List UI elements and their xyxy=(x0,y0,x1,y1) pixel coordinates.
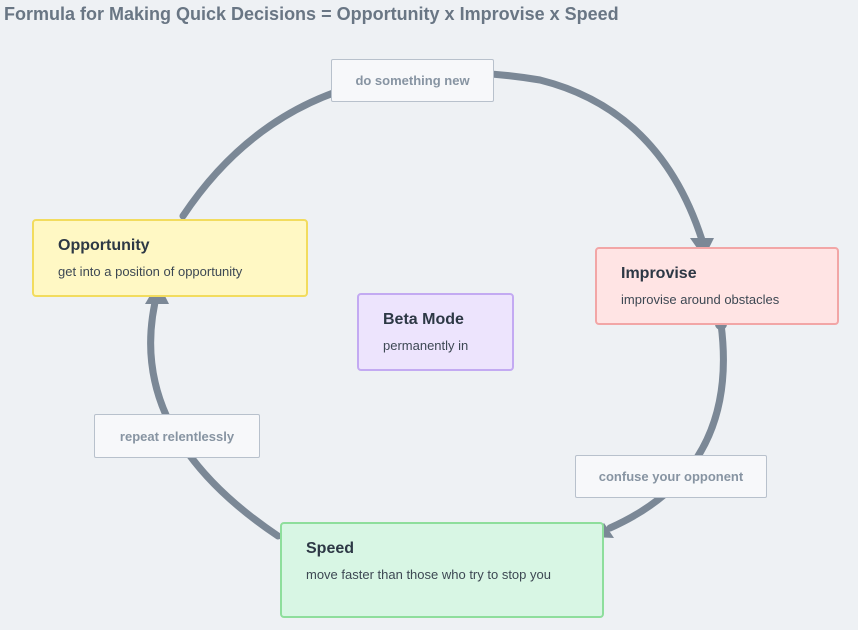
node-opportunity-title: Opportunity xyxy=(58,237,150,254)
node-speed: Speed move faster than those who try to … xyxy=(280,522,604,618)
node-beta-mode-title: Beta Mode xyxy=(383,311,464,328)
node-opportunity: Opportunity get into a position of oppor… xyxy=(32,219,308,297)
edge-label-repeat-relentlessly: repeat relentlessly xyxy=(94,414,260,458)
node-improvise-title: Improvise xyxy=(621,265,697,282)
arrow-speed-to-opportunity xyxy=(147,286,282,540)
node-improvise: Improvise improvise around obstacles xyxy=(595,247,839,325)
node-improvise-text: improvise around obstacles xyxy=(621,292,780,307)
node-opportunity-text: get into a position of opportunity xyxy=(58,264,243,279)
node-speed-text: move faster than those who try to stop y… xyxy=(306,567,551,582)
node-beta-mode-text: permanently in xyxy=(383,338,469,353)
diagram-title: Formula for Making Quick Decisions = Opp… xyxy=(4,4,619,24)
edge-label-do-something-new: do something new xyxy=(331,59,494,102)
arrow-improvise-to-speed xyxy=(606,320,727,532)
node-speed-title: Speed xyxy=(306,540,355,557)
node-beta-mode: Beta Mode permanently in xyxy=(357,293,514,371)
edge-label-confuse-your-opponent: confuse your opponent xyxy=(575,455,767,498)
arrow-opportunity-to-improvise xyxy=(179,69,706,244)
